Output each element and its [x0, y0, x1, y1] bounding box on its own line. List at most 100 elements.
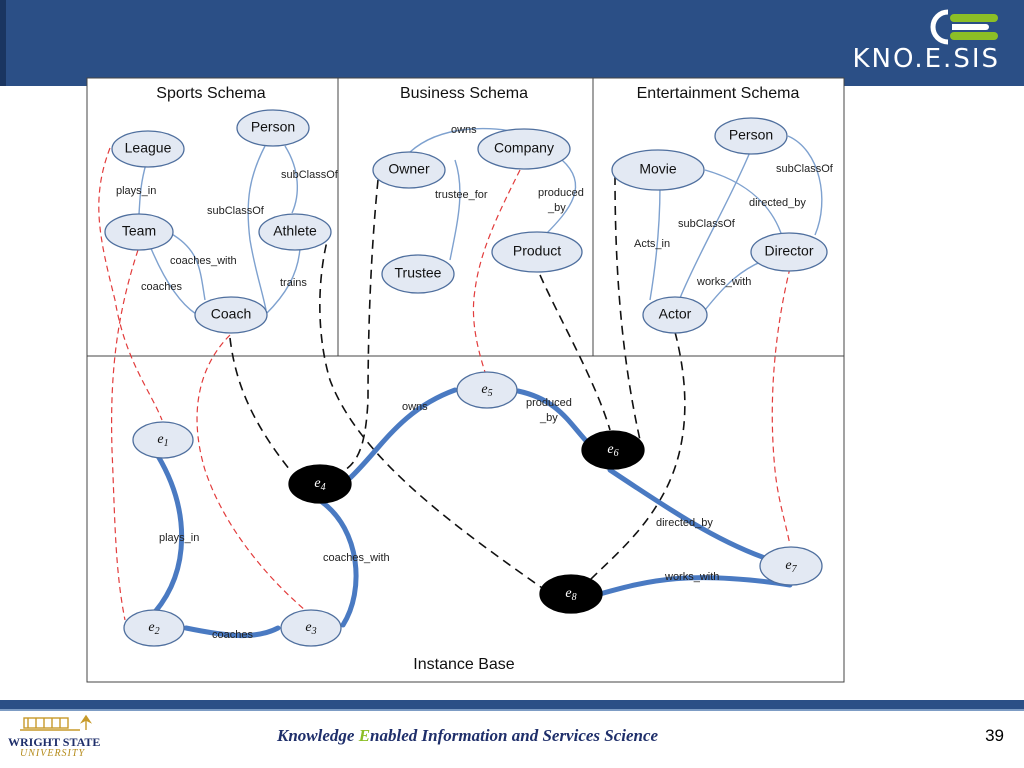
instance-label-e3: e3 — [305, 620, 316, 637]
schema-edge-person-director — [787, 135, 823, 236]
schema-edge-person-coach — [247, 145, 267, 311]
node-label-movie: Movie — [639, 161, 677, 177]
instance-label-owns: owns — [402, 401, 428, 413]
instance-label-e4: e4 — [314, 476, 325, 493]
edge-label-produced-by-1: produced — [538, 187, 584, 199]
instance-node-e8 — [539, 574, 603, 614]
node-label-product: Product — [513, 243, 561, 259]
node-league — [111, 130, 185, 168]
instance-node-e1 — [132, 421, 194, 459]
edge-label-coaches-with: coaches_with — [170, 255, 237, 267]
node-label-director: Director — [764, 243, 813, 259]
university-name: WRIGHT STATE — [8, 735, 101, 749]
instance-edge-directed-by — [607, 467, 768, 561]
instance-label-produced-by-2: _by — [539, 412, 558, 424]
footer-tagline-e: E — [358, 726, 371, 745]
instance-label-produced-by-1: produced — [526, 397, 572, 409]
wright-state-logo-mark — [20, 714, 93, 731]
mapping-product-e6 — [539, 274, 611, 431]
edge-label-coaches: coaches — [141, 281, 182, 293]
instance-edge-coaches — [183, 625, 281, 638]
footer-tagline-prefix: Knowledge — [277, 726, 359, 745]
panel-title-entertainment: Entertainment Schema — [637, 85, 800, 102]
edge-label-produced-by-2: _by — [547, 202, 566, 214]
node-label-athlete: Athlete — [273, 223, 317, 239]
instance-edge-produced-by — [515, 388, 593, 448]
node-label-person-sports: Person — [251, 119, 295, 135]
edge-label-subclassof-coach: subClassOf — [207, 205, 265, 217]
instance-edge-coaches-with — [319, 499, 359, 628]
node-product — [491, 231, 583, 273]
instance-label-works-with: works_with — [664, 571, 719, 583]
node-label-person-ent: Person — [729, 127, 773, 143]
edge-label-subclassof-athlete: subClassOf — [281, 169, 339, 181]
schema-edge-movie-actor — [649, 185, 661, 301]
node-label-trustee: Trustee — [395, 265, 442, 281]
university-subtitle: UNIVERSITY — [20, 748, 85, 759]
node-actor — [642, 296, 708, 334]
node-director — [750, 232, 828, 272]
instance-edge-owns — [347, 387, 458, 481]
mapping-actor-e8 — [589, 331, 686, 581]
node-coach — [194, 296, 268, 334]
header-accent — [0, 0, 6, 86]
mapping-coach-e4 — [229, 337, 291, 471]
node-label-team: Team — [122, 223, 156, 239]
header-bar — [0, 0, 1024, 86]
schema-edge-owner-trustee — [449, 159, 461, 261]
edge-label-trustee-for: trustee_for — [435, 189, 488, 201]
node-label-owner: Owner — [388, 161, 430, 177]
mapping-league-e1 — [98, 147, 163, 421]
schema-edge-person-athlete — [284, 145, 299, 214]
instance-label-directed-by: directed_by — [656, 517, 713, 529]
node-athlete — [258, 213, 332, 251]
node-movie — [611, 149, 705, 191]
instance-label-e5: e5 — [481, 382, 492, 399]
panel-title-instance: Instance Base — [413, 656, 515, 673]
mapping-coach-e3 — [196, 334, 306, 611]
instance-node-e6 — [581, 430, 645, 470]
wright-state-logo — [20, 714, 93, 731]
panel-title-sports: Sports Schema — [156, 85, 265, 102]
node-person-ent — [714, 117, 788, 155]
instance-node-e4 — [288, 464, 352, 504]
schema-edge-team-coach-1 — [169, 232, 206, 301]
mapping-owner-e4 — [344, 179, 379, 471]
footer-line — [0, 709, 1024, 711]
instance-label-e6: e6 — [607, 442, 618, 459]
footer-bar — [0, 700, 1024, 709]
schema-edge-company-product — [544, 159, 577, 236]
mapping-director-e7 — [771, 267, 791, 546]
instance-node-e2 — [123, 609, 185, 647]
edge-label-works-with: works_with — [696, 276, 751, 288]
page-number: 39 — [985, 726, 1004, 745]
panel-title-business: Business Schema — [400, 85, 528, 102]
node-owner — [372, 151, 446, 189]
node-team — [104, 213, 174, 251]
instance-node-e7 — [759, 546, 823, 586]
edge-label-owns: owns — [451, 124, 477, 136]
schema-edge-person-actor — [679, 151, 751, 299]
edge-label-acts-in: Acts_in — [634, 238, 670, 250]
edge-label-directed-by: directed_by — [749, 197, 806, 209]
node-trustee — [381, 254, 455, 294]
knoesis-logo-text: KNO.E.SIS — [852, 44, 1000, 74]
footer-tagline-suffix: nabled Information and Services Science — [370, 726, 659, 745]
instance-label-coaches-with: coaches_with — [323, 552, 390, 564]
edge-label-plays-in: plays_in — [116, 185, 156, 197]
node-label-coach: Coach — [211, 306, 251, 322]
edge-label-subclassof-actor: subClassOf — [678, 218, 736, 230]
knoesis-logo — [930, 9, 998, 45]
footer-tagline: Knowledge Enabled Information and Servic… — [277, 726, 658, 746]
edge-label-trains: trains — [280, 277, 307, 289]
instance-node-e5 — [456, 371, 518, 409]
instance-edge-plays-in — [152, 453, 185, 615]
node-label-company: Company — [494, 140, 554, 156]
instance-label-e1: e1 — [157, 432, 168, 449]
instance-label-e8: e8 — [565, 586, 576, 603]
knoesis-logo-mark — [930, 9, 998, 45]
instance-label-coaches: coaches — [212, 629, 253, 641]
instance-node-e3 — [280, 609, 342, 647]
mapping-athlete-e8 — [319, 229, 546, 591]
